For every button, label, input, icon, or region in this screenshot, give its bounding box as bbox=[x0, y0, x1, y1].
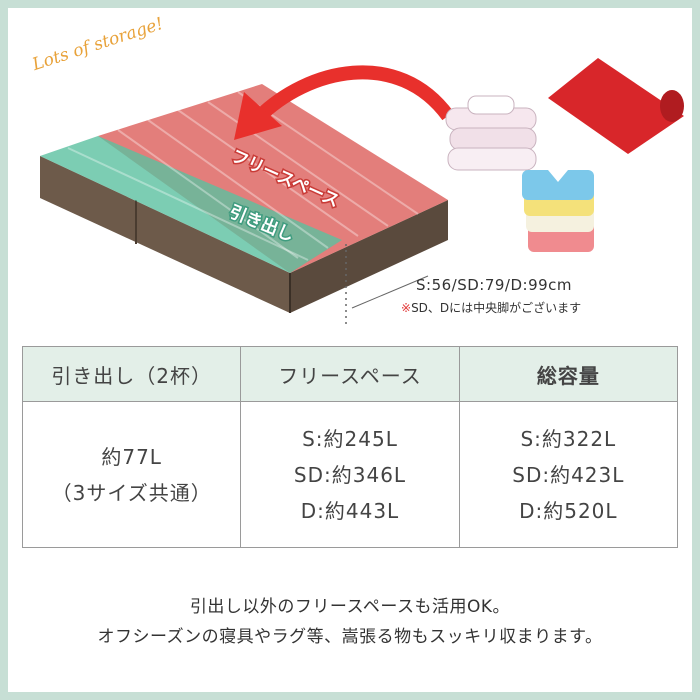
drawer-label: 引き出し bbox=[226, 201, 297, 246]
header-free-space: フリースペース bbox=[240, 346, 460, 402]
curved-arrow-icon bbox=[253, 65, 454, 124]
folded-towels-icon bbox=[445, 95, 537, 171]
product-illustration bbox=[8, 8, 692, 338]
folded-shirts-icon bbox=[522, 170, 594, 252]
dimension-line bbox=[351, 275, 429, 309]
drawer-common-note: （3サイズ共通） bbox=[51, 480, 212, 505]
total-d: D:約520L bbox=[519, 498, 618, 523]
size-note: ※SD、Dには中央脚がございます bbox=[401, 299, 581, 316]
free-d: D:約443L bbox=[300, 498, 400, 523]
table-row: 約77L （3サイズ共通） S:約245L SD:約346L D:約443L S… bbox=[21, 401, 679, 548]
table-header-row: 引き出し（2杯） フリースペース 総容量 bbox=[21, 346, 679, 402]
free-sd: SD:約346L bbox=[293, 462, 407, 487]
free-space-area bbox=[98, 84, 448, 273]
total-s: S:約322L bbox=[520, 426, 617, 451]
note-mark: ※ bbox=[401, 301, 412, 315]
storage-bed-illustration bbox=[40, 58, 684, 324]
bottom-text-1: 引出し以外のフリースペースも活用OK。 bbox=[189, 597, 511, 617]
header-drawer: 引き出し（2杯） bbox=[21, 346, 242, 402]
drawer-area bbox=[40, 136, 342, 273]
free-space-label: フリースペース bbox=[228, 146, 342, 212]
bottom-text-2: オフシーズンの寝具やラグ等、嵩張る物もスッキリ収まります。 bbox=[97, 627, 603, 647]
note-text: SD、Dには中央脚がございます bbox=[411, 301, 582, 315]
header-total: 総容量 bbox=[458, 346, 679, 402]
free-s: S:約245L bbox=[302, 426, 398, 451]
illustration-labels: フリースペース 引き出し bbox=[225, 145, 344, 248]
drawer-volume: 約77L bbox=[101, 444, 162, 469]
bed-right-side bbox=[290, 200, 448, 313]
rolled-rug-icon bbox=[548, 58, 684, 154]
capacity-table: 引き出し（2杯） フリースペース 総容量 約77L （3サイズ共通） S:約24… bbox=[21, 346, 679, 548]
cell-drawer: 約77L （3サイズ共通） bbox=[21, 401, 242, 548]
cell-free-space: S:約245L SD:約346L D:約443L bbox=[240, 401, 460, 548]
bed-front-side bbox=[40, 156, 290, 313]
size-dimensions: S:56/SD:79/D:99cm bbox=[416, 276, 573, 294]
total-sd: SD:約423L bbox=[512, 462, 625, 487]
cell-total: S:約322L SD:約423L D:約520L bbox=[458, 401, 679, 548]
